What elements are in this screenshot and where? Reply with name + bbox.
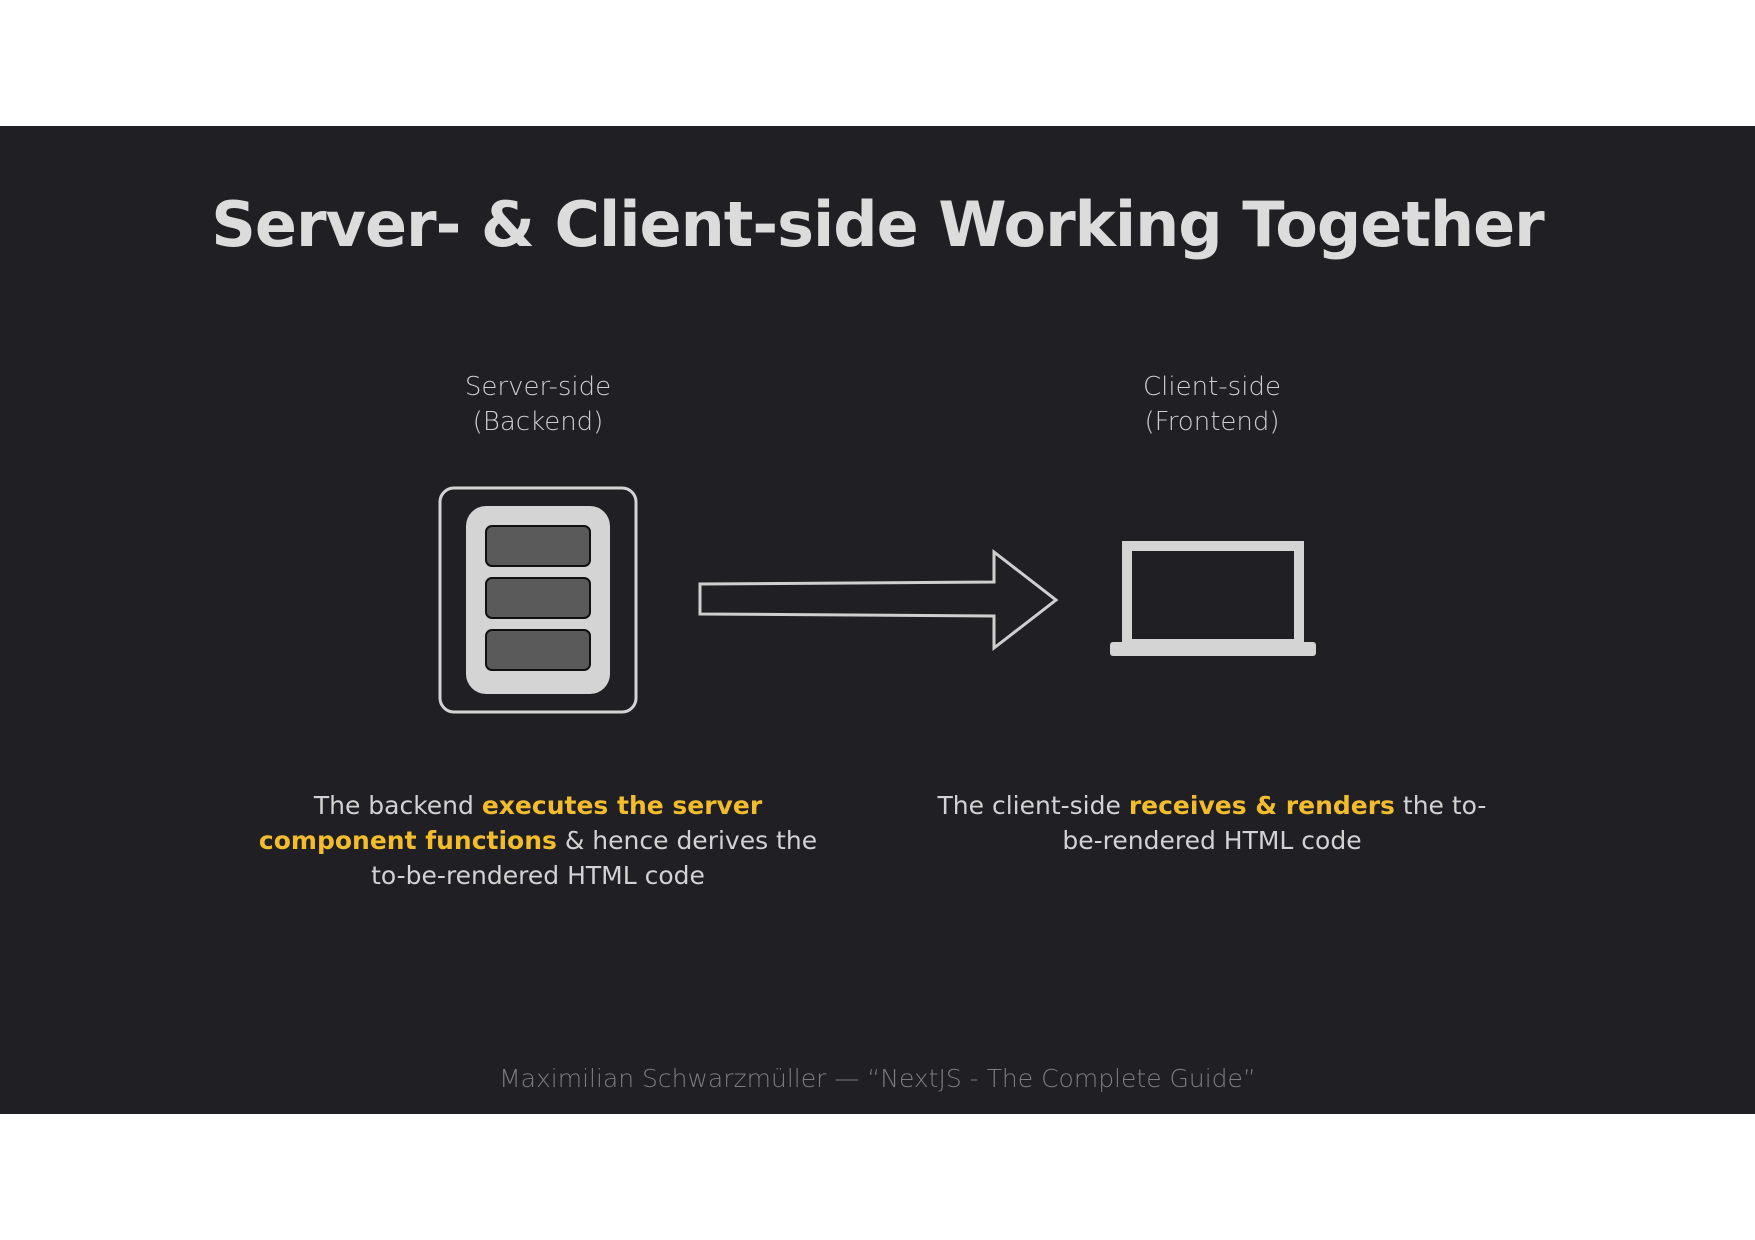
server-description: The backend executes the server componen… (258, 788, 818, 893)
client-desc-text-2: the to-be-rendered HTML code (1062, 791, 1487, 855)
server-desc-text-1: The backend (313, 791, 482, 820)
slide-title: Server- & Client-side Working Together (211, 188, 1544, 261)
arrow-right-icon (698, 548, 1059, 652)
server-side-label-line2: (Backend) (472, 407, 604, 437)
client-side-label-line2: (Frontend) (1144, 407, 1280, 437)
client-side-label: Client-side (Frontend) (1012, 370, 1412, 440)
footer-credit: Maximilian Schwarzmüller — “NextJS - The… (499, 1064, 1256, 1093)
server-desc-text-2: & hence derives the to-be-rendered HTML … (371, 826, 818, 890)
client-description: The client-side receives & renders the t… (932, 788, 1492, 858)
client-side-label-line1: Client-side (1143, 372, 1281, 402)
server-icon (438, 486, 638, 714)
server-desc-highlight: executes the server component functions (258, 791, 763, 855)
client-desc-highlight: receives & renders (1128, 791, 1395, 820)
laptop-icon (1110, 541, 1316, 656)
server-side-label-line1: Server-side (464, 372, 612, 402)
slide: Server- & Client-side Working Together S… (0, 126, 1755, 1114)
server-side-label: Server-side (Backend) (338, 370, 738, 440)
client-desc-text-1: The client-side (937, 791, 1129, 820)
